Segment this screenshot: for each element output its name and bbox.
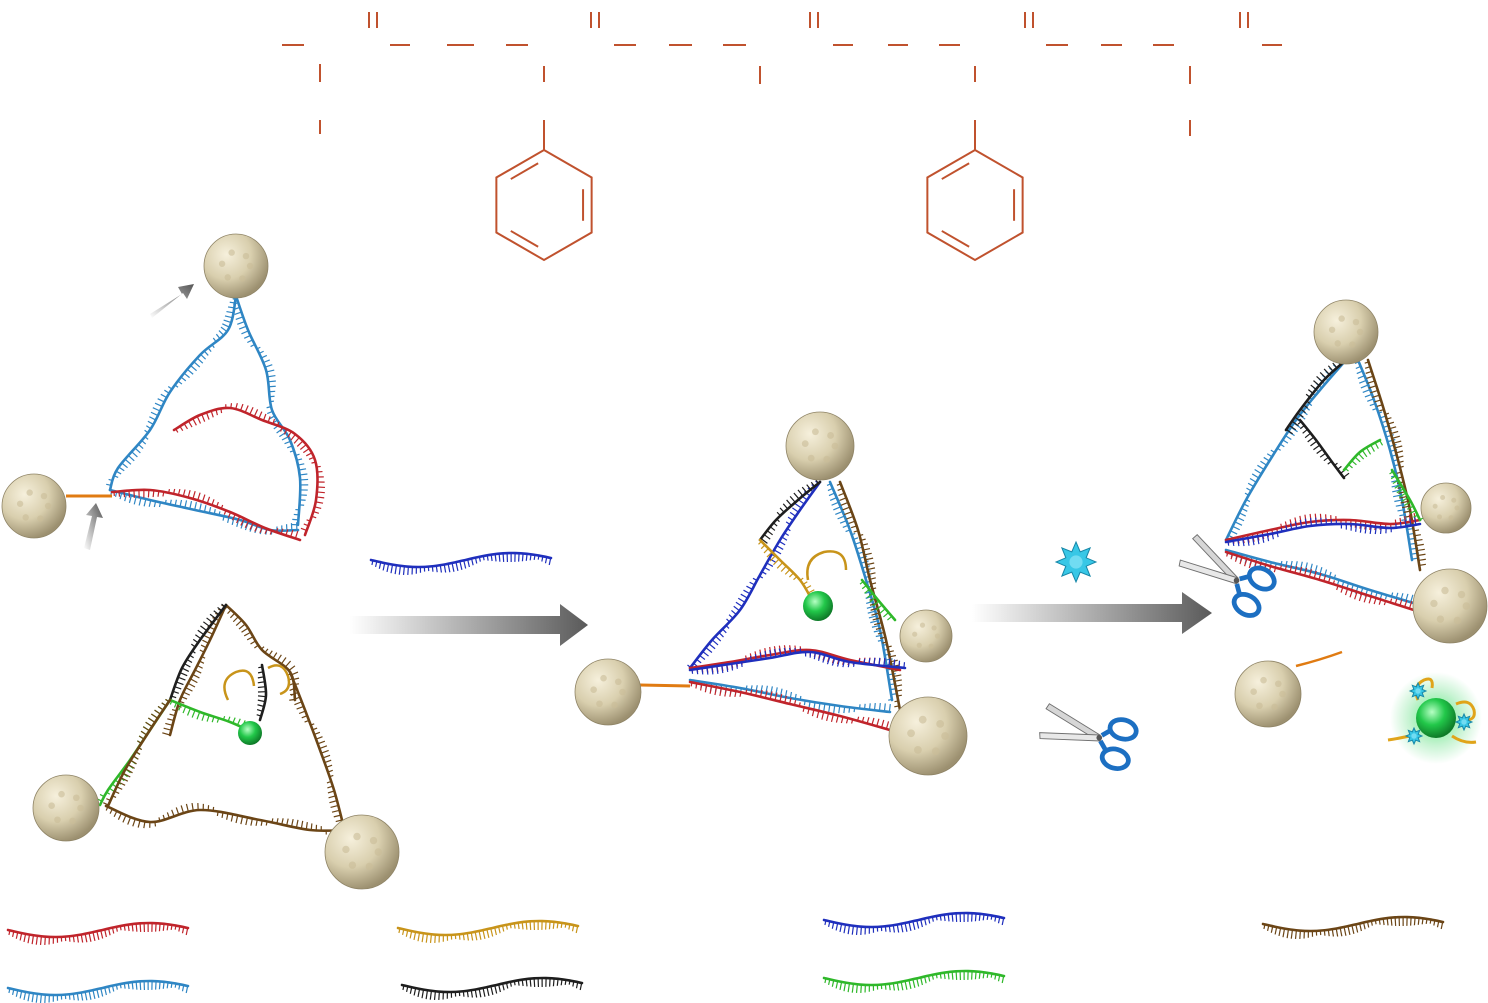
hairpin-loop-icon [223,664,291,701]
dna-strand-icon [687,480,822,670]
dna-strand-icon [1389,468,1424,522]
dna-strand-icon [688,680,892,732]
dna-strand-icon [104,802,347,838]
dna-strand-icon [232,294,309,527]
dna-strand-icon [256,663,268,722]
dna-strand-icon [103,698,172,808]
target-molecule-icon [1408,681,1428,701]
target-molecule-icon [1454,712,1474,732]
hairpin-loop-icon [806,550,848,581]
dna-strand-icon [162,603,228,737]
gold-bead-icon [324,814,400,890]
dna-strand-icon [859,578,897,622]
dna-strand-icon [688,647,907,675]
gold-bead-icon [203,233,269,299]
dna-strand-icon [6,921,190,946]
dna-strand-icon [172,403,326,537]
dna-strand-icon [1354,358,1420,562]
target-molecules [1054,540,1474,746]
gold-bead-icon [1313,299,1379,365]
target-molecule-icon [1404,726,1424,746]
small-arrow-icon [150,284,194,318]
gold-bead-icon [1420,482,1472,534]
dna-strand-icon [1224,550,1422,614]
dna-strand-icon [1224,358,1348,543]
dna-strand-icon [6,979,190,1003]
gold-bead-icon [888,696,968,776]
gold-bead-icon [574,658,642,726]
dna-strand-icon [836,480,903,712]
benzene-ring-icon [495,120,593,262]
gold-bead-icon [785,411,855,481]
dna-strands [6,294,1445,1003]
dna-strand-icon [286,670,346,830]
dna-strand-icon [396,919,580,944]
dna-strand-icon [822,911,1006,936]
dna-strand-icon [1297,418,1350,480]
scissors-icon [1039,703,1139,771]
dna-strand-icon [110,488,302,542]
gold-bead-icon [32,774,100,842]
reaction-arrow-icon [350,604,588,646]
gold-bead-icon [1412,568,1488,644]
dna-strand-icon [1342,438,1384,472]
linker-icon [1295,650,1343,668]
scissors-group [1039,534,1277,771]
target-molecule-icon [1054,540,1098,584]
reaction-arrow-icon [972,592,1212,634]
gold-bead-icon [1,473,67,539]
dna-strand-icon [1364,358,1426,572]
fluorophore-icon [238,721,262,745]
linker-icon [639,683,691,688]
gold-bead-icon [1234,660,1302,728]
fluorophore-icon [803,591,833,621]
benzene-ring-icon [926,120,1024,262]
dna-strand-icon [1261,915,1445,940]
dna-strand-icon [1224,516,1422,547]
dna-strand-icon [369,551,553,576]
scissors-icon [1178,534,1277,618]
dna-strand-icon [758,479,822,544]
dna-strand-icon [106,294,238,492]
dna-strand-icon [400,976,584,1001]
small-arrow-icon [84,503,103,550]
dna-strand-icon [688,678,892,714]
dna-strand-icon [822,969,1006,994]
dna-strand-icon [1284,357,1348,435]
gold-beads [1,233,1488,890]
gold-bead-icon [899,609,953,663]
dna-strand-icon [168,603,228,702]
polymer-backbone [282,12,1282,262]
